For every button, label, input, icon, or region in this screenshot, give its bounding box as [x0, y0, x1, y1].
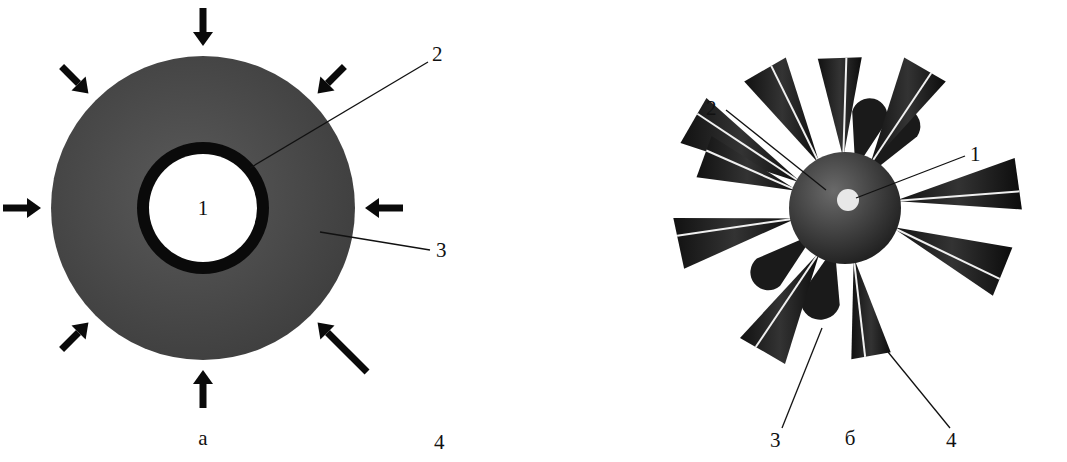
callout-number: 4 [946, 430, 957, 451]
jet-cone [818, 57, 862, 158]
arrow-head [318, 76, 335, 93]
leader-line [782, 328, 822, 428]
arrow-head [318, 323, 335, 340]
panel-caption: б [845, 428, 856, 449]
arrow-head [71, 76, 88, 93]
pressure-arrow [62, 67, 79, 84]
sphere-core [837, 189, 859, 211]
cone-stripe [756, 251, 820, 347]
pressure-arrow [200, 384, 207, 408]
pressure-arrow [327, 67, 344, 84]
sphere [789, 152, 901, 264]
jet-cone [895, 158, 1022, 209]
pressure-arrow [379, 205, 403, 212]
panel-caption: а [198, 428, 207, 449]
cone-stripe [771, 66, 820, 165]
callout-number: 2 [706, 98, 717, 119]
jet-cone [851, 257, 890, 359]
callout-number: 3 [436, 240, 447, 261]
callout-number: 1 [970, 144, 981, 165]
jet-cone [744, 57, 820, 164]
black-ring [137, 142, 269, 274]
leader-line [320, 232, 430, 250]
jet-cone [673, 218, 796, 269]
arrow-head [365, 198, 379, 218]
cone-stripe [870, 73, 931, 165]
arrow-head [193, 32, 213, 46]
jet-cone [891, 227, 1012, 296]
outer-shell [51, 56, 355, 360]
leader-line [856, 156, 965, 198]
inner-core [149, 154, 257, 262]
cone-stripe [677, 218, 796, 235]
pressure-arrow [3, 205, 27, 212]
cone-stripe [895, 191, 1020, 201]
leader-line [888, 352, 950, 428]
cone-stripe [854, 257, 865, 357]
arrow-head [27, 198, 41, 218]
cone-stripe [891, 227, 999, 279]
pressure-arrow [200, 8, 207, 32]
callout-number: 2 [432, 44, 443, 65]
callout-number: 4 [434, 432, 445, 453]
pressure-arrow [62, 332, 79, 349]
cone-stripe [843, 58, 846, 158]
pressure-arrow [327, 332, 367, 372]
leader-line [726, 110, 826, 190]
callout-number: 1 [198, 198, 209, 219]
jet-cone [740, 251, 820, 364]
jet-cone [697, 136, 798, 191]
arrow-head [193, 370, 213, 384]
callout-number: 3 [770, 430, 781, 451]
jet-cone [870, 57, 946, 164]
leader-line [250, 62, 428, 168]
arrow-head [71, 323, 88, 340]
